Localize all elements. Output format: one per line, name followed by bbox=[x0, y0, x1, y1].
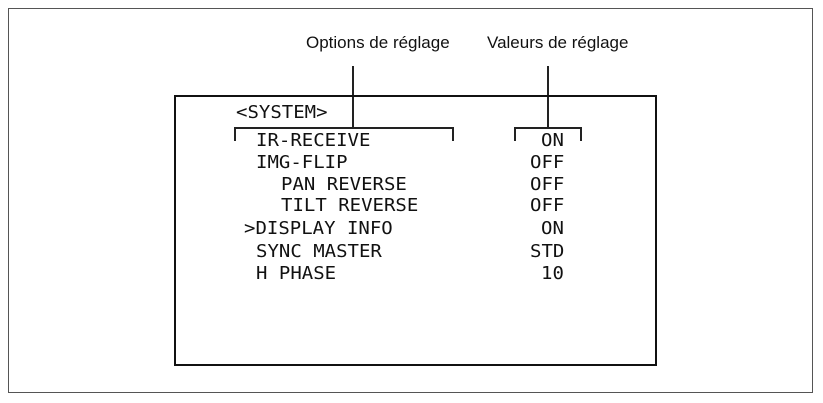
osd-screen bbox=[174, 95, 657, 366]
menu-item-img-flip: IMG-FLIP bbox=[256, 152, 348, 173]
leader-line-options bbox=[352, 66, 354, 128]
leader-line-values bbox=[547, 66, 549, 128]
values-bracket bbox=[514, 127, 582, 141]
menu-item-sync-master: SYNC MASTER bbox=[256, 241, 382, 262]
options-bracket bbox=[234, 127, 454, 141]
menu-item-display-info: >DISPLAY INFO bbox=[244, 218, 393, 239]
menu-item-tilt-reverse: TILT REVERSE bbox=[281, 195, 419, 216]
menu-item-pan-reverse: PAN REVERSE bbox=[281, 174, 407, 195]
menu-value-pan-reverse: OFF bbox=[530, 174, 565, 195]
outer-frame bbox=[8, 8, 813, 393]
menu-item-h-phase: H PHASE bbox=[256, 263, 337, 284]
menu-value-img-flip: OFF bbox=[530, 152, 565, 173]
menu-value-h-phase: 10 bbox=[541, 263, 564, 284]
caption-setting-values: Valeurs de réglage bbox=[487, 33, 629, 52]
menu-title: <SYSTEM> bbox=[236, 102, 328, 123]
menu-value-tilt-reverse: OFF bbox=[530, 195, 565, 216]
caption-setting-options: Options de réglage bbox=[306, 33, 450, 52]
menu-value-display-info: ON bbox=[541, 218, 564, 239]
menu-item-ir-receive: IR-RECEIVE bbox=[256, 130, 371, 151]
menu-value-ir-receive: ON bbox=[541, 130, 564, 151]
menu-value-sync-master: STD bbox=[530, 241, 565, 262]
